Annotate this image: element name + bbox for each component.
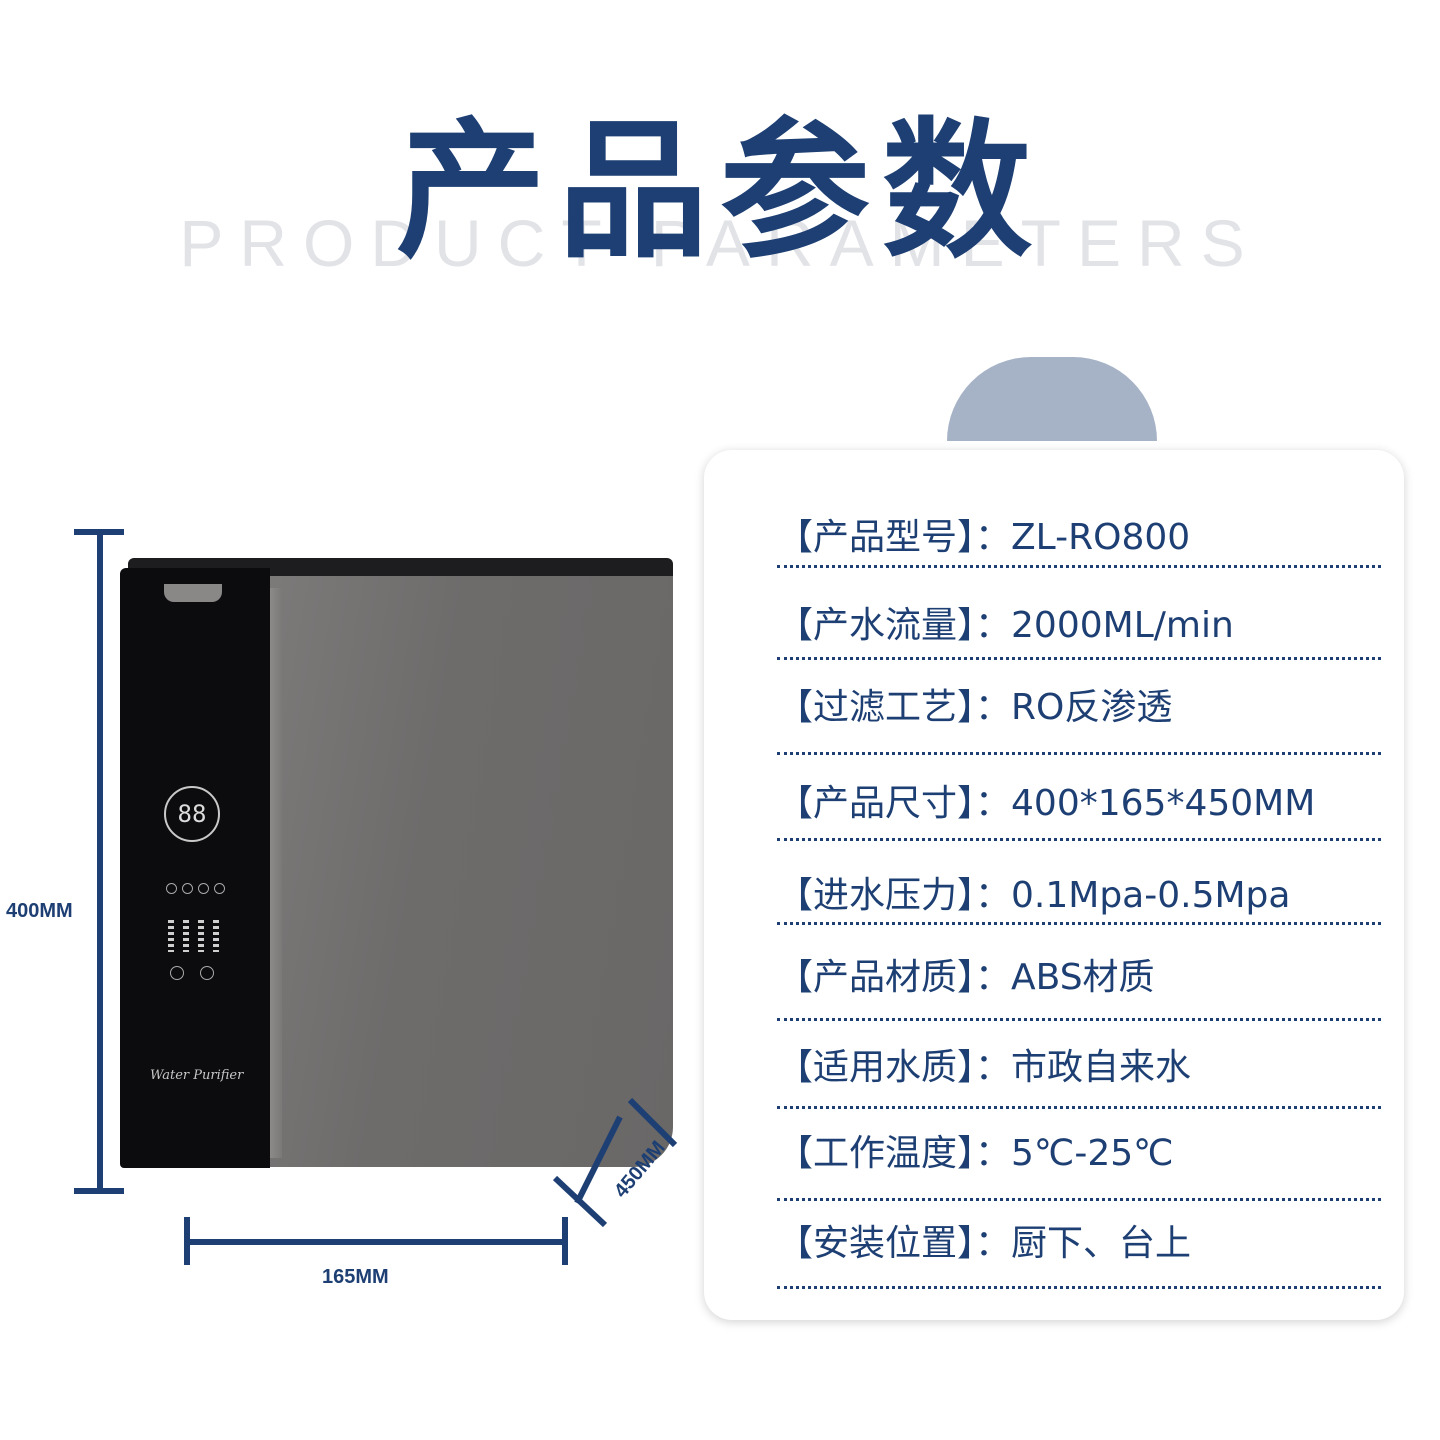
spec-divider: [777, 752, 1381, 755]
spec-value: ：RO反渗透: [975, 687, 1173, 728]
spec-row-filtration: 【过滤工艺】：RO反渗透: [777, 682, 1381, 734]
decorative-half-circle: [947, 357, 1157, 441]
product-front-panel: 88 Water Purifier: [120, 568, 270, 1168]
display-screen: 88: [164, 786, 220, 842]
control-button-icon: [214, 883, 225, 894]
width-dimension-cap-left: [184, 1217, 190, 1265]
spec-value: ：2000ML/min: [975, 605, 1234, 646]
spec-row-water-type: 【适用水质】：市政自来水: [777, 1042, 1381, 1094]
spec-row-flow: 【产水流量】：2000ML/min: [777, 600, 1381, 652]
flush-button-icon: [200, 966, 214, 980]
spec-row-pressure: 【进水压力】：0.1Mpa-0.5Mpa: [777, 870, 1381, 922]
spec-divider: [777, 1198, 1381, 1201]
height-dimension-line: [97, 531, 103, 1193]
spec-row-size: 【产品尺寸】：400*165*450MM: [777, 778, 1381, 830]
spec-row-material: 【产品材质】：ABS材质: [777, 952, 1381, 1004]
height-dimension-label: 400MM: [6, 900, 73, 922]
product-side-panel: [260, 570, 673, 1167]
spec-value: ：厨下、台上: [975, 1223, 1192, 1264]
spec-value: ：市政自来水: [975, 1047, 1192, 1088]
height-dimension-cap-top: [74, 529, 124, 535]
width-dimension-label: 165MM: [322, 1266, 389, 1288]
spec-label: 【过滤工艺】: [777, 687, 976, 728]
spec-divider: [777, 1106, 1381, 1109]
led-indicator-icon: [183, 920, 189, 952]
spec-divider: [777, 565, 1381, 568]
led-indicator-icon: [168, 920, 174, 952]
depth-dimension-line: [552, 1097, 678, 1228]
spec-label: 【工作温度】: [777, 1133, 976, 1174]
spec-divider: [777, 1286, 1381, 1289]
spec-value: ：ABS材质: [975, 957, 1155, 998]
spec-label: 【适用水质】: [777, 1047, 976, 1088]
spec-row-model: 【产品型号】：ZL-RO800: [777, 512, 1381, 564]
led-indicator-icon: [213, 920, 219, 952]
control-button-icon: [182, 883, 193, 894]
control-button-icon: [166, 883, 177, 894]
spec-value: ：5℃-25℃: [975, 1133, 1174, 1174]
spec-value: ：400*165*450MM: [975, 783, 1316, 824]
spec-row-installation: 【安装位置】：厨下、台上: [777, 1218, 1381, 1270]
brand-script: Water Purifier: [150, 1068, 244, 1083]
height-dimension-cap-bottom: [74, 1188, 124, 1194]
spec-label: 【产品型号】: [777, 517, 976, 558]
spec-divider: [777, 922, 1381, 925]
control-button-icon: [198, 883, 209, 894]
spec-row-temperature: 【工作温度】：5℃-25℃: [777, 1128, 1381, 1180]
led-indicator-icon: [198, 920, 204, 952]
page-subtitle: PRODUCT PARAMETERS: [179, 206, 1261, 280]
power-button-icon: [170, 966, 184, 980]
spec-label: 【产品尺寸】: [777, 783, 976, 824]
width-dimension-cap-right: [562, 1217, 568, 1265]
front-notch: [164, 584, 222, 602]
page-title: 产品参数: [395, 105, 1044, 279]
spec-card: 【产品型号】：ZL-RO800 【产水流量】：2000ML/min 【过滤工艺】…: [704, 450, 1404, 1320]
spec-divider: [777, 1018, 1381, 1021]
spec-divider: [777, 657, 1381, 660]
spec-label: 【产水流量】: [777, 605, 976, 646]
product-image: 88 Water Purifier: [120, 558, 675, 1173]
spec-label: 【进水压力】: [777, 875, 976, 916]
spec-value: ：0.1Mpa-0.5Mpa: [975, 875, 1291, 916]
spec-value: ：ZL-RO800: [975, 517, 1191, 558]
spec-label: 【产品材质】: [777, 957, 976, 998]
spec-label: 【安装位置】: [777, 1223, 976, 1264]
spec-divider: [777, 838, 1381, 841]
width-dimension-line: [186, 1239, 567, 1245]
